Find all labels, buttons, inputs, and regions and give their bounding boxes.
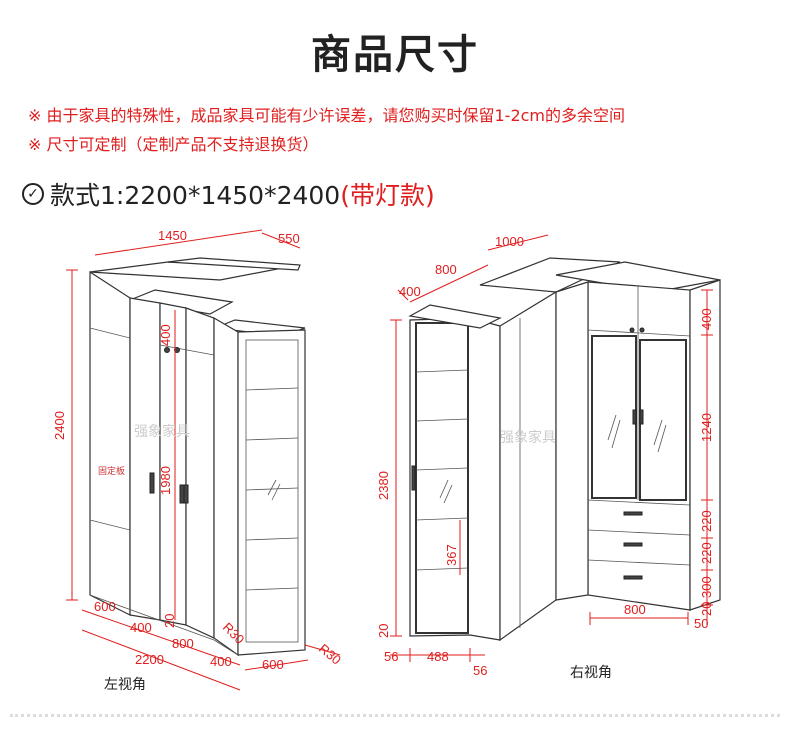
right-cabinet-drawing [408,257,721,642]
dim-right-bottom-50: 50 [694,616,708,631]
left-cabinet-drawing [89,257,306,657]
style-heading: ✓ 款式1:2200*1450*2400(带灯款) [22,176,435,212]
dim-right-drawer1: 220 [699,510,714,532]
dim-right-top-400: 400 [399,284,421,299]
dim-left-upper: 400 [158,324,173,346]
check-circle-icon: ✓ [22,183,44,205]
dim-right-plinth-l: 20 [376,624,391,638]
dim-left-bottom-600: 600 [94,599,116,614]
dim-right-top-1000: 1000 [495,234,524,249]
dim-right-plinth-r: 20 [699,602,714,616]
style-highlight: (带灯款) [340,181,435,210]
dim-right-bottom-800: 800 [624,602,646,617]
dim-left-bottom-600r: 600 [262,657,284,672]
left-dimension-lines [66,229,341,691]
right-view-label: 右视角 [570,665,612,681]
style-label: 款式1:2200*1450*2400 [50,181,341,210]
dim-right-drawer2: 220 [699,542,714,564]
dim-left-bottom-400b: 400 [210,654,232,669]
dim-right-bottom-56a: 56 [384,649,398,664]
dim-left-r30b: R30 [316,641,344,668]
dim-right-door: 1240 [699,413,714,442]
dim-left-door-height: 1980 [158,466,173,495]
dim-right-top-800: 800 [435,262,457,277]
dim-right-drawer3: 300 [699,576,714,598]
dim-left-bottom-400a: 400 [130,620,152,635]
dim-left-plinth: 20 [162,614,177,628]
dim-right-height: 2380 [376,471,391,500]
dim-right-bottom-56b: 56 [473,663,487,678]
watermark-left: 强象家具 [134,423,190,440]
dim-left-top-depth: 550 [278,231,300,246]
watermark-right: 强象家具 [500,429,556,446]
bottom-divider [10,714,780,723]
dim-right-upper: 400 [699,308,714,330]
right-dimension-lines [390,234,713,662]
page-title: 商品尺寸 [311,32,479,78]
dim-left-bottom-800: 800 [172,636,194,651]
note-tolerance: ※ 由于家具的特殊性，成品家具可能有少许误差，请您购买时保留1-2cm的多余空间 [28,106,626,125]
dim-right-shelf: 367 [444,544,459,566]
dim-left-height: 2400 [52,411,67,440]
left-view-label: 左视角 [104,677,146,693]
dim-left-bottom-2200: 2200 [135,652,164,667]
fixed-panel-label: 固定板 [98,465,125,477]
dim-right-bottom-488: 488 [427,649,449,664]
note-custom: ※ 尺寸可定制（定制产品不支持退换货） [28,135,319,154]
dim-left-top-width: 1450 [158,228,187,243]
